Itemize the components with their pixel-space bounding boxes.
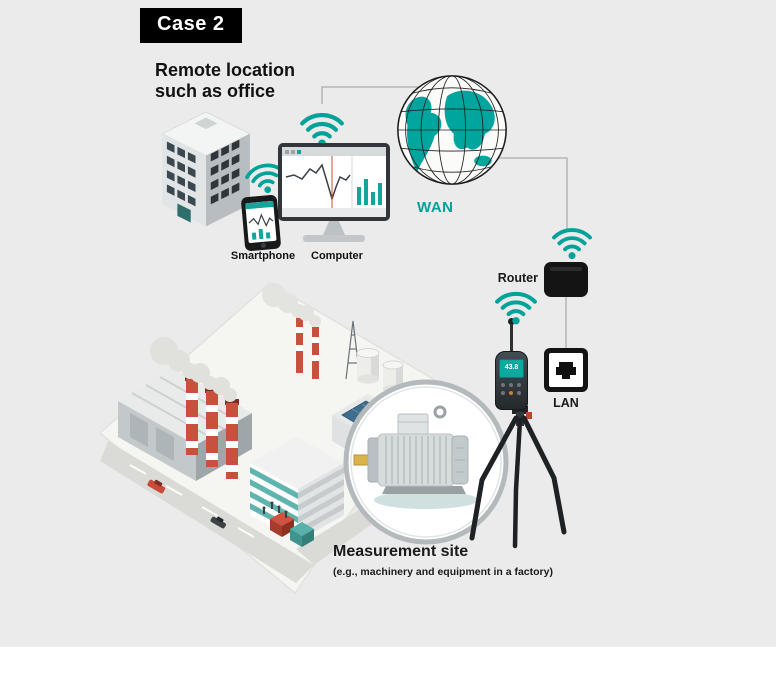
remote-location-title: Remote location such as office — [155, 60, 295, 102]
motor-icon — [353, 405, 478, 509]
measurement-site-subtitle: (e.g., machinery and equipment in a fact… — [333, 566, 553, 578]
ethernet-jack-glyph — [556, 362, 576, 379]
meter-body: 43.8 — [495, 351, 528, 410]
lan-label: LAN — [553, 396, 579, 410]
computer-icon — [278, 143, 390, 242]
globe-icon — [397, 75, 507, 185]
sound-level-meter-icon: 43.8 — [492, 318, 532, 412]
smartphone-label: Smartphone — [230, 250, 296, 262]
router-label: Router — [497, 271, 538, 285]
monitor-stand — [323, 221, 345, 235]
meter-display: 43.8 — [499, 359, 524, 378]
remote-title-line2: such as office — [155, 81, 276, 102]
remote-title-line1: Remote location — [155, 60, 296, 80]
computer-label: Computer — [311, 250, 363, 262]
lan-port-inner — [549, 353, 583, 387]
bottom-strip — [0, 647, 776, 675]
meter-keys — [501, 383, 521, 395]
monitor-frame — [278, 143, 390, 221]
screen-chart — [282, 147, 386, 217]
wifi-icon — [495, 291, 537, 326]
phone-home-button — [260, 242, 266, 249]
smartphone-icon — [240, 194, 282, 252]
phone-screen — [245, 200, 277, 244]
magnifier-circle — [343, 379, 509, 545]
router-icon — [544, 262, 588, 297]
microphone-stem — [510, 324, 513, 352]
microphone-ball — [508, 318, 515, 325]
wan-label: WAN — [417, 199, 454, 216]
tripod-icon — [469, 406, 567, 549]
lan-port-icon — [544, 348, 588, 392]
measurement-site-title: Measurement site — [333, 543, 469, 560]
case-badge: Case 2 — [140, 8, 242, 43]
case-badge-label: Case 2 — [157, 13, 225, 35]
monitor-base — [303, 235, 365, 242]
wifi-icon — [552, 227, 592, 261]
office-building-icon — [161, 111, 251, 227]
